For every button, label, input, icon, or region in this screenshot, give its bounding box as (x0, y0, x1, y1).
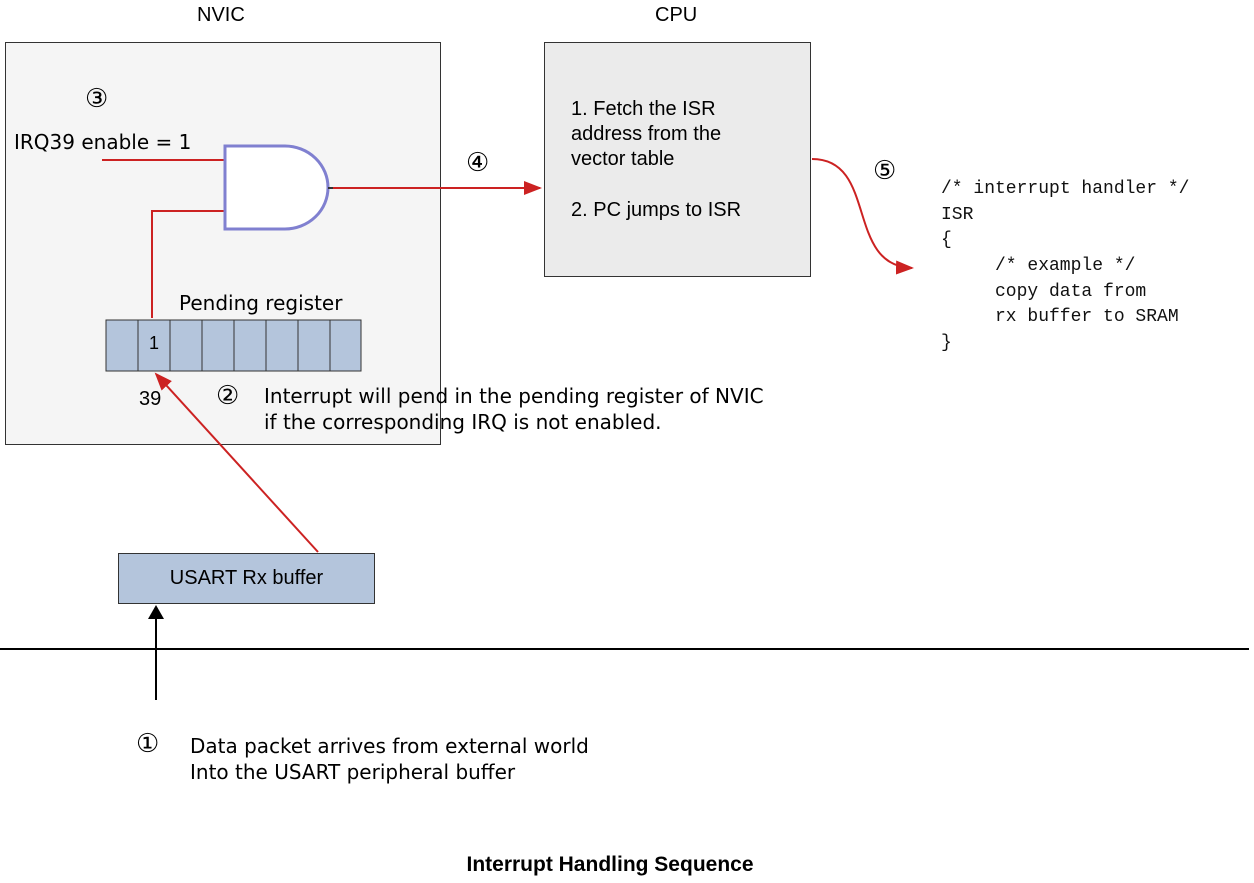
cpu-step-line: 1. Fetch the ISR (571, 98, 716, 120)
usart-rx-buffer: USART Rx buffer (118, 553, 375, 604)
cpu-step-line: vector table (571, 148, 675, 170)
irq-enable-label: IRQ39 enable = 1 (14, 130, 192, 154)
code-rx-line: rx buffer to SRAM (995, 307, 1179, 327)
code-close-brace: } (941, 333, 952, 353)
pending-cell (233, 319, 267, 372)
code-copy-line: copy data from (995, 282, 1147, 302)
pending-cell (297, 319, 331, 372)
cpu-step-line: 2. PC jumps to ISR (571, 199, 742, 221)
step-2-text-line-2: if the corresponding IRQ is not enabled. (264, 410, 662, 434)
cpu-block (544, 42, 811, 277)
step-3-marker: ③ (85, 84, 109, 114)
cpu-to-isr-arrow (811, 158, 914, 275)
pending-cell-39 (137, 319, 171, 372)
nvic-block (5, 42, 441, 445)
step-4-marker: ④ (466, 148, 490, 178)
step-2-marker: ② (216, 381, 240, 411)
pending-cell (201, 319, 235, 372)
step-5-marker: ⑤ (873, 156, 897, 186)
pending-to-gate-line (151, 210, 224, 318)
irq-index-label: 39 (139, 388, 162, 410)
usart-label: USART Rx buffer (169, 567, 324, 589)
cpu-step-line: address from the (571, 123, 722, 145)
code-comment-example: /* example */ (995, 256, 1136, 276)
pending-cell (169, 319, 203, 372)
code-open-brace: { (941, 230, 952, 250)
code-comment-handler: /* interrupt handler */ (941, 179, 1190, 199)
pending-bit-value: 1 (148, 333, 159, 353)
pending-cell (329, 319, 362, 372)
code-isr: ISR (941, 205, 974, 225)
pending-register (105, 319, 362, 372)
and-gate (223, 144, 330, 231)
nvic-title: NVIC (197, 4, 245, 26)
pending-register-label: Pending register (179, 291, 343, 315)
diagram-title: Interrupt Handling Sequence (466, 853, 754, 876)
pending-cell (105, 319, 139, 372)
step-1-text-line-2: Into the USART peripheral buffer (190, 760, 516, 784)
pending-cell (265, 319, 299, 372)
cpu-title: CPU (655, 4, 698, 26)
step-1-marker: ① (136, 729, 160, 759)
step-1-text-line-1: Data packet arrives from external world (190, 734, 589, 758)
usart-to-pending-arrow (154, 372, 319, 553)
step-2-text-line-1: Interrupt will pend in the pending regis… (264, 384, 764, 408)
